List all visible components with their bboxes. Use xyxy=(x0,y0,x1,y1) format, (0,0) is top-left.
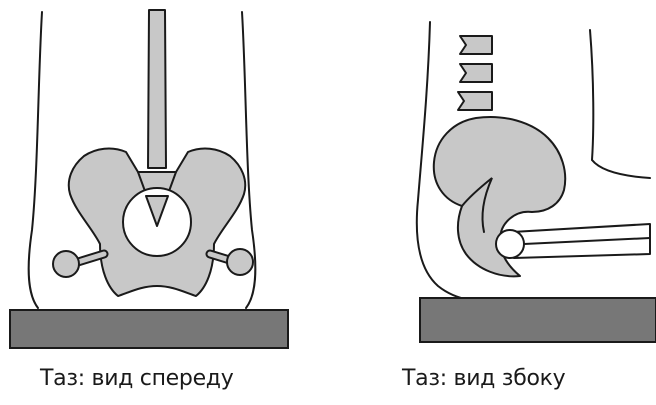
front-view-caption: Таз: вид спереду xyxy=(40,366,233,391)
side-view-caption: Таз: вид збоку xyxy=(402,366,565,391)
side-vertebra-3 xyxy=(458,92,492,110)
front-right-hip-joint xyxy=(227,249,253,275)
side-vertebra-2 xyxy=(460,64,492,82)
side-hip-joint xyxy=(496,230,524,258)
front-left-hip-joint xyxy=(53,251,79,277)
side-seat-base xyxy=(420,298,656,342)
side-view-figure xyxy=(417,22,656,342)
front-seat-base xyxy=(10,310,288,348)
side-vertebra-1 xyxy=(460,36,492,54)
front-spine xyxy=(148,10,166,168)
side-front-outline xyxy=(590,30,650,178)
front-view-figure xyxy=(10,10,288,348)
